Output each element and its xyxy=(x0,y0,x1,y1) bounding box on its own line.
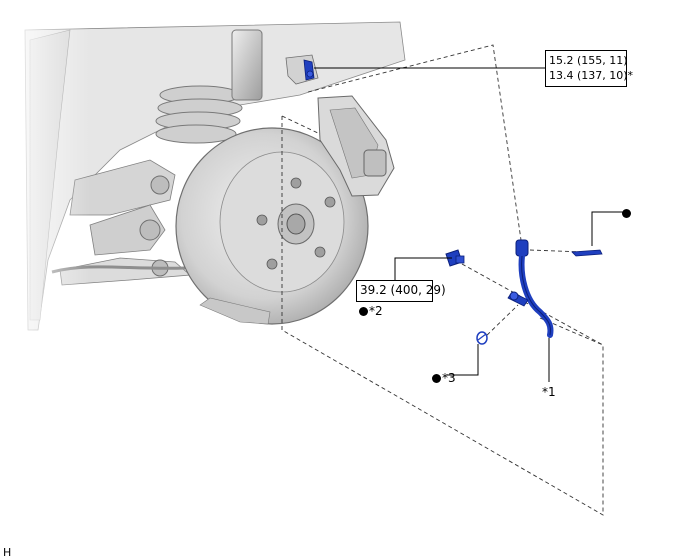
hose-bracket-upper xyxy=(285,54,319,85)
callout-ref-3-text: *3 xyxy=(442,371,456,385)
torque-spec-top-line1: 15.2 (155, 11) xyxy=(549,54,628,67)
callout-ref-2-text: *2 xyxy=(369,304,383,318)
figure-code: H xyxy=(3,546,12,559)
replace-marker-icon xyxy=(622,209,631,218)
gasket xyxy=(476,331,488,345)
replace-marker-icon xyxy=(359,307,368,316)
callout-ref-3: *3 xyxy=(432,371,456,385)
torque-spec-bolt-text: 39.2 (400, 29) xyxy=(360,283,446,297)
callout-ref-1-text: *1 xyxy=(542,385,556,399)
callout-ref-2: *2 xyxy=(359,304,383,318)
brake-rotor xyxy=(175,127,369,325)
union-bolt xyxy=(445,249,465,267)
torque-spec-box-top: 15.2 (155, 11) 13.4 (137, 10)* xyxy=(545,50,634,87)
callout-clip-marker xyxy=(622,206,632,220)
brake-caliper xyxy=(317,95,395,197)
leader-lines xyxy=(314,67,626,382)
callout-ref-1: *1 xyxy=(542,385,556,399)
exploded-view-dashed-lines xyxy=(281,44,604,516)
suspension-assembly xyxy=(0,0,406,340)
torque-spec-box-bolt: 39.2 (400, 29) xyxy=(356,280,446,302)
replace-marker-icon xyxy=(432,374,441,383)
hose-clip xyxy=(571,249,603,257)
flexible-hose xyxy=(507,239,554,338)
torque-spec-top-line2: 13.4 (137, 10)* xyxy=(549,69,634,82)
